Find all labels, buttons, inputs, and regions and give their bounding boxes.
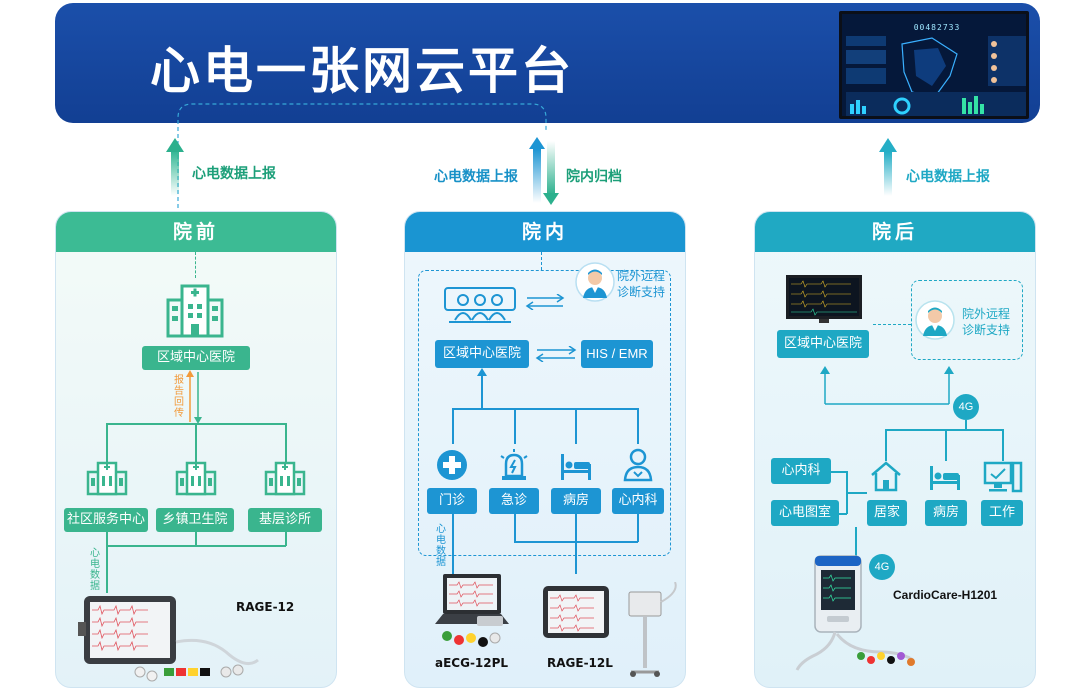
rage12-device	[78, 596, 259, 682]
location-home: 居家	[867, 500, 907, 526]
clinic-node-community: 社区服务中心	[64, 508, 148, 532]
central-hospital-icon	[166, 284, 224, 338]
cardiocare-label: CardioCare-H1201	[893, 588, 998, 602]
central-hospital-node: 区域中心医院	[142, 346, 250, 370]
remote-support-label: 院外远程 诊断支持	[617, 269, 666, 299]
remote-doctor-icon	[575, 262, 615, 302]
right-flow-label: 心电数据上报	[906, 169, 990, 185]
his-link-arrows	[535, 346, 577, 362]
basic-clinic-icon	[264, 461, 306, 496]
clinic-node-township: 乡镇卫生院	[156, 508, 234, 532]
pre-hospital-header: 院前	[56, 212, 336, 252]
post-hospital-header: 院后	[755, 212, 1035, 252]
dashboard-screenshot: 00482733	[839, 11, 1029, 119]
ecg-data-label: 心电数据	[436, 524, 446, 568]
cardiology-icon	[623, 448, 653, 482]
network-4g-badge-bottom: 4G	[869, 554, 895, 580]
left-node-ecg-room: 心电图室	[771, 500, 839, 526]
network-4g-badge-top: 4G	[953, 394, 979, 420]
clinic-node-basic: 基层诊所	[248, 508, 322, 532]
pre-hospital-panel: 院前 区域中心医院 报告回传	[55, 211, 337, 688]
remote-doctor-icon	[915, 300, 955, 340]
location-ward: 病房	[925, 500, 967, 526]
rage12l-device	[543, 582, 677, 677]
right-up-arrow	[879, 138, 897, 196]
dept-ward: 病房	[551, 488, 601, 514]
emergency-icon	[500, 449, 528, 480]
ward-icon	[561, 454, 591, 480]
central-hospital-node: 区域中心医院	[435, 340, 529, 368]
township-hospital-icon	[175, 461, 217, 496]
center-down-arrow	[543, 141, 559, 205]
dashboard-counter: 00482733	[914, 23, 961, 32]
location-work: 工作	[981, 500, 1023, 526]
ecg-data-label: 心电数据	[90, 548, 100, 592]
consultation-meeting-icon	[444, 287, 516, 323]
cardiocare-h1201-device	[795, 555, 915, 671]
in-hospital-header: 院内	[405, 212, 685, 252]
monitor-screen-icon	[786, 275, 862, 323]
outpatient-icon	[437, 450, 467, 480]
workplace-computer-icon	[983, 461, 1023, 493]
platform-title: 心电一张网云平台	[150, 42, 574, 100]
left-up-arrow	[166, 138, 184, 196]
left-flow-label: 心电数据上报	[192, 166, 276, 182]
aecg12pl-label: aECG-12PL	[435, 656, 509, 670]
his-emr-node: HIS / EMR	[581, 340, 653, 368]
home-icon	[871, 461, 901, 492]
aecg12pl-device	[435, 574, 509, 647]
community-center-icon	[86, 461, 128, 496]
remote-support-label: 院外远程 诊断支持	[962, 307, 1011, 337]
dept-outpatient: 门诊	[427, 488, 477, 514]
report-return-arrows	[186, 370, 202, 424]
center-down-label: 院内归档	[566, 169, 622, 185]
dept-emergency: 急诊	[489, 488, 539, 514]
rage12-label: RAGE-12	[236, 600, 295, 614]
ward-icon	[930, 466, 960, 490]
post-up-connector	[820, 366, 954, 405]
center-up-arrow	[529, 137, 545, 203]
left-node-cardiology: 心内科	[771, 458, 831, 484]
remote-link-arrows	[525, 294, 565, 310]
center-up-label: 心电数据上报	[434, 169, 518, 185]
platform-banner: 心电一张网云平台 00482733	[55, 3, 1040, 123]
rage12l-label: RAGE-12L	[547, 656, 613, 670]
central-hospital-node: 区域中心医院	[777, 330, 869, 358]
banner-connector	[177, 103, 547, 208]
post-hospital-panel: 院后 区域中心医院 院外远程 诊断支持 4G	[754, 211, 1036, 688]
in-hospital-panel: 院内 院外远程 诊断支持 区域中心医院 HIS / EMR	[404, 211, 686, 688]
report-return-label: 报告回传	[174, 375, 184, 419]
dept-cardiology: 心内科	[612, 488, 664, 514]
